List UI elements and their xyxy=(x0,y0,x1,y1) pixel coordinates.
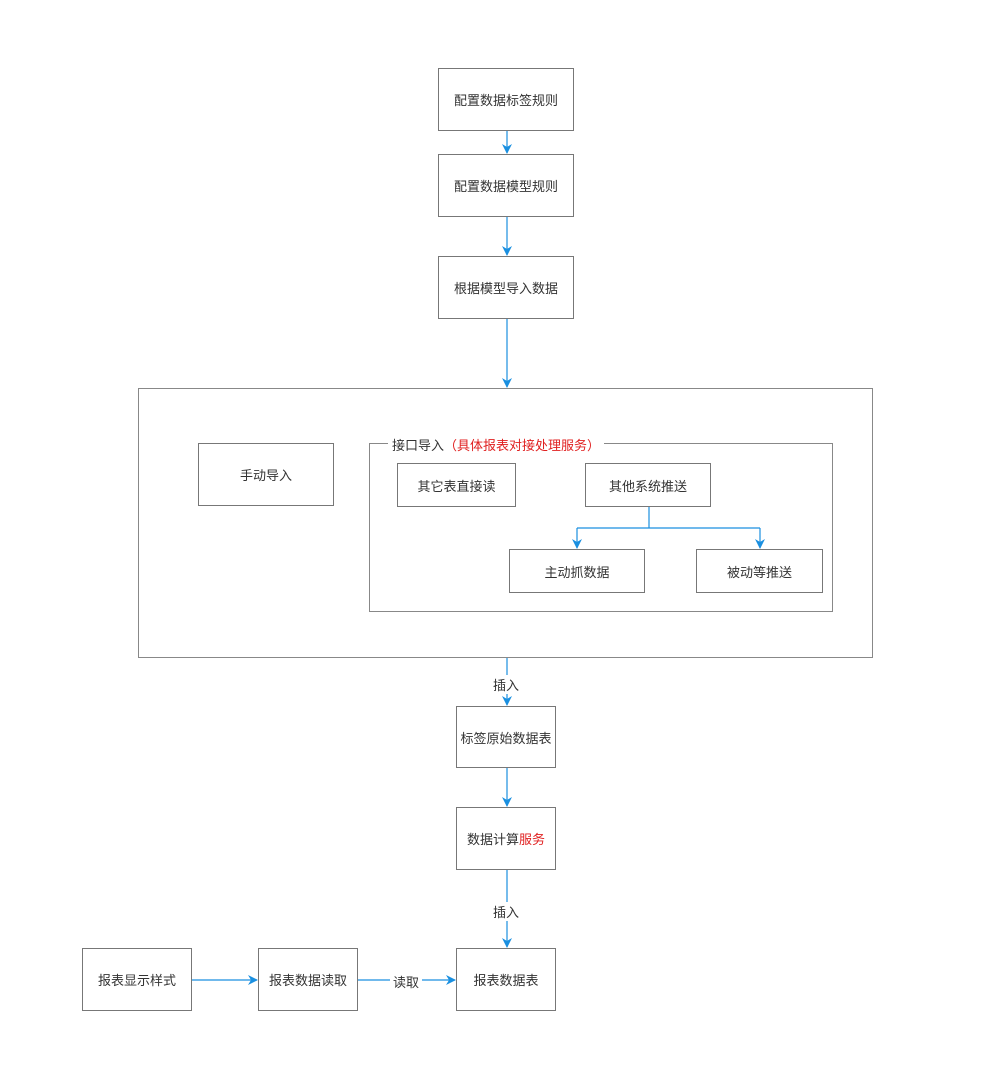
edge-label-read: 读取 xyxy=(390,972,423,991)
other-system-push-box: 其他系统推送 xyxy=(585,463,711,507)
data-calc-service-box: 数据计算服务 xyxy=(456,807,556,870)
manual-import-box: 手动导入 xyxy=(198,443,334,506)
report-display-style-box: 报表显示样式 xyxy=(82,948,192,1011)
config-tag-rules-box: 配置数据标签规则 xyxy=(438,68,574,131)
passive-push-box: 被动等推送 xyxy=(696,549,823,593)
report-data-table-box: 报表数据表 xyxy=(456,948,556,1011)
other-table-direct-read-box: 其它表直接读 xyxy=(397,463,516,507)
data-calc-service-text: 服务 xyxy=(519,833,546,848)
import-by-model-box: 根据模型导入数据 xyxy=(438,256,574,319)
edge-label-insert-2: 插入 xyxy=(491,902,522,921)
config-model-rules-box: 配置数据模型规则 xyxy=(438,154,574,217)
data-calc-text: 数据计算 xyxy=(466,833,519,848)
interface-import-title-text: 接口导入 xyxy=(392,439,445,454)
interface-import-note: （具体报表对接处理服务） xyxy=(444,439,601,454)
report-data-read-box: 报表数据读取 xyxy=(258,948,358,1011)
active-fetch-box: 主动抓数据 xyxy=(509,549,645,593)
edge-label-insert-1: 插入 xyxy=(491,675,522,694)
tag-raw-table-box: 标签原始数据表 xyxy=(456,706,556,768)
import-methods-container xyxy=(138,388,873,658)
interface-import-title: 接口导入（具体报表对接处理服务） xyxy=(388,435,605,454)
